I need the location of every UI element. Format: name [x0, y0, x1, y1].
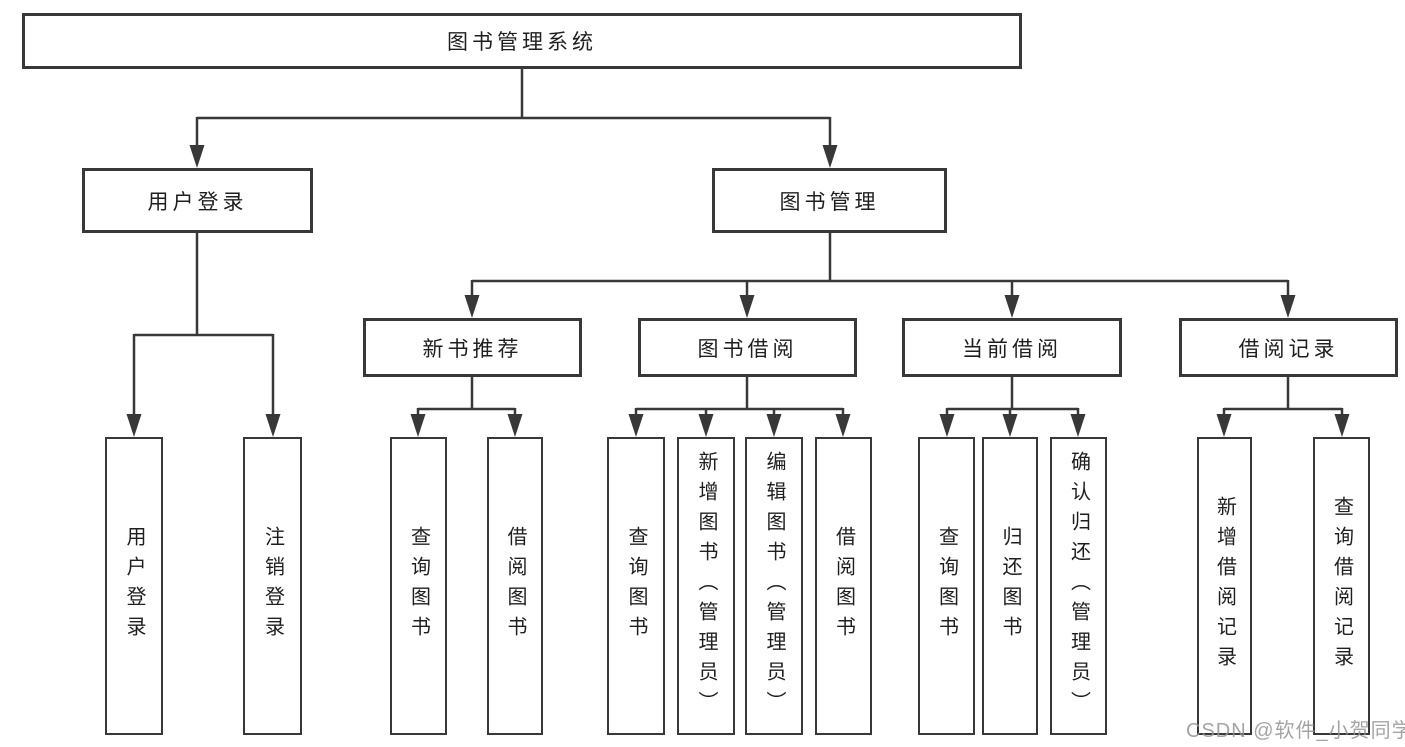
leaf-logout-label: 注销登录 [261, 526, 284, 646]
watermark-text: CSDN @软件_小贺同学 [1186, 720, 1405, 742]
node-new-book-recommend-label: 新书推荐 [422, 337, 523, 361]
leaf-query-books-2-label: 查询图书 [625, 526, 647, 646]
leaf-user-login-label: 用户登录 [123, 526, 145, 646]
node-new-book-recommend: 新书推荐 [363, 318, 582, 377]
leaf-edit-books-admin-label: 编辑图书（管理员） [763, 451, 785, 721]
node-current-borrow: 当前借阅 [902, 318, 1122, 377]
leaf-confirm-return-admin-label: 确认归还（管理员） [1067, 451, 1090, 721]
leaf-query-books-1: 查询图书 [390, 437, 447, 735]
leaf-confirm-return-admin: 确认归还（管理员） [1050, 437, 1107, 735]
leaf-add-books-admin-label: 新增图书（管理员） [695, 451, 717, 721]
leaf-borrow-books-2: 借阅图书 [815, 437, 872, 735]
leaf-query-books-1-label: 查询图书 [407, 526, 430, 646]
node-book-borrow-label: 图书借阅 [697, 337, 798, 361]
node-root-label: 图书管理系统 [447, 31, 597, 54]
node-book-borrow: 图书借阅 [638, 318, 857, 377]
leaf-return-books: 归还图书 [982, 437, 1038, 735]
leaf-query-books-3-label: 查询图书 [935, 526, 958, 646]
node-book-management: 图书管理 [712, 168, 947, 233]
leaf-query-books-2: 查询图书 [607, 437, 665, 735]
node-borrow-records: 借阅记录 [1179, 318, 1398, 377]
leaf-edit-books-admin: 编辑图书（管理员） [745, 437, 803, 735]
leaf-user-login: 用户登录 [105, 437, 163, 735]
node-user-login: 用户登录 [82, 168, 313, 233]
leaf-return-books-label: 归还图书 [999, 526, 1021, 646]
node-root: 图书管理系统 [22, 13, 1022, 69]
node-book-management-label: 图书管理 [779, 190, 880, 214]
node-borrow-records-label: 借阅记录 [1238, 337, 1339, 361]
leaf-add-books-admin: 新增图书（管理员） [677, 437, 735, 735]
leaf-query-borrow-record-label: 查询借阅记录 [1330, 496, 1353, 676]
node-user-login-label: 用户登录 [147, 190, 248, 214]
leaf-borrow-books-2-label: 借阅图书 [832, 526, 855, 646]
leaf-query-borrow-record: 查询借阅记录 [1313, 437, 1370, 735]
leaf-add-borrow-record-label: 新增借阅记录 [1213, 496, 1236, 676]
leaf-logout: 注销登录 [243, 437, 302, 735]
leaf-borrow-books-1: 借阅图书 [487, 437, 543, 735]
leaf-query-books-3: 查询图书 [918, 437, 975, 735]
leaf-add-borrow-record: 新增借阅记录 [1197, 437, 1252, 735]
node-current-borrow-label: 当前借阅 [962, 337, 1062, 361]
leaf-borrow-books-1-label: 借阅图书 [504, 526, 526, 646]
